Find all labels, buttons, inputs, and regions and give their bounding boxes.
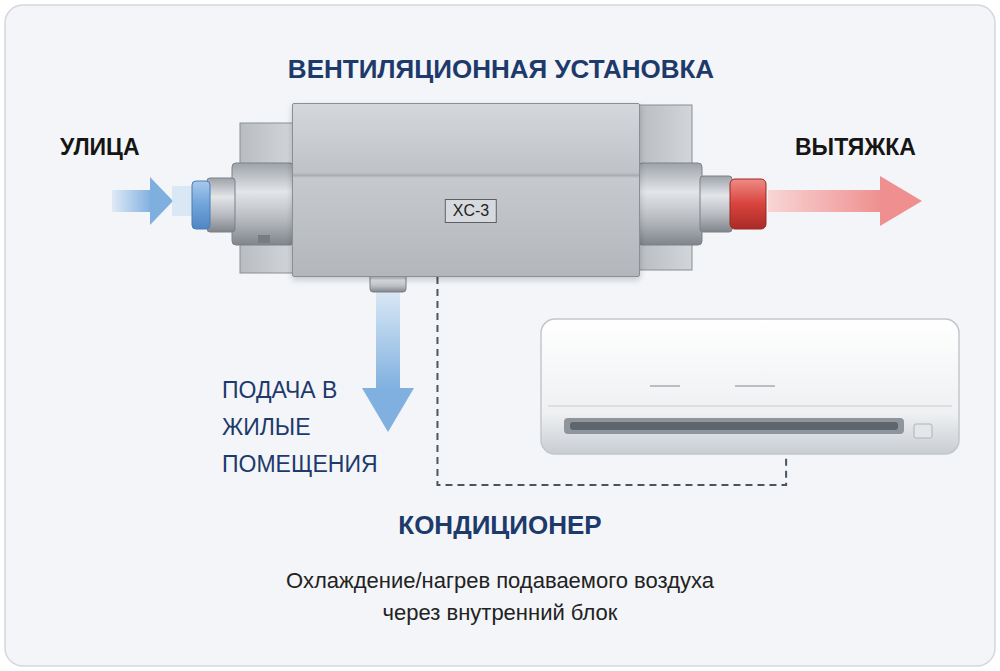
arrow-head xyxy=(362,388,414,432)
unit-heading: ВЕНТИЛЯЦИОННАЯ УСТАНОВКА xyxy=(288,54,714,85)
exhaust-label: ВЫТЯЖКА xyxy=(795,134,916,161)
air-glow xyxy=(172,186,194,216)
duct-cylinder xyxy=(232,163,294,245)
supply-label: ПОДАЧА В ЖИЛЫЕ ПОМЕЩЕНИЯ xyxy=(222,372,394,483)
red-collar xyxy=(730,179,766,229)
ac-body xyxy=(541,319,959,454)
arrow-shaft xyxy=(376,290,400,390)
ac-description: Охлаждение/нагрев подаваемого воздуха че… xyxy=(265,565,735,629)
intake-arrow xyxy=(112,177,194,225)
ac-heading: КОНДИЦИОНЕР xyxy=(398,510,601,541)
arrow-shaft xyxy=(112,190,152,212)
ac-logo-mark xyxy=(735,385,775,387)
ac-drawing xyxy=(540,318,960,455)
intake-label: УЛИЦА xyxy=(60,134,140,161)
ventilation-unit: ВЕНТИЛЯЦИОННАЯ УСТАНОВКАXC-3 xyxy=(292,103,640,277)
ac-display xyxy=(914,424,932,438)
ac-louver xyxy=(564,418,904,434)
unit-right-side xyxy=(638,105,766,270)
supply-arrow xyxy=(362,290,414,432)
arrow-shaft xyxy=(768,190,882,212)
arrow-head xyxy=(880,176,922,226)
duct-cylinder xyxy=(638,163,702,245)
air-conditioner: КОНДИЦИОНЕРОхлаждение/нагрев подаваемого… xyxy=(540,318,960,455)
ac-louver-slot xyxy=(570,422,898,430)
bracket xyxy=(258,235,270,243)
blue-collar xyxy=(192,181,210,229)
duct-cylinder xyxy=(700,176,732,232)
unit-left-side xyxy=(192,123,294,273)
model-plate: XC-3 xyxy=(445,199,497,223)
ac-seam xyxy=(548,405,952,407)
ac-logo-mark xyxy=(650,385,680,387)
frame xyxy=(5,5,995,666)
exhaust-arrow xyxy=(768,176,922,226)
duct-cylinder xyxy=(207,178,235,232)
arrow-head xyxy=(150,177,173,225)
